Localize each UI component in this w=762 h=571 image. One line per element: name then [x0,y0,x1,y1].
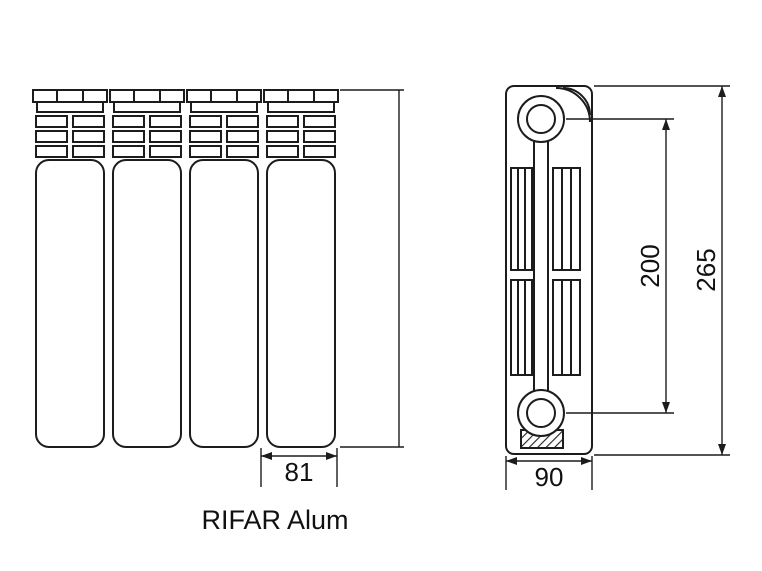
bottom-connection-port-inner [526,398,556,428]
dim-arrow-right [581,457,592,465]
top-connection-port-inner [526,104,556,134]
front-section-4 [263,89,339,448]
radiator-side-view [505,85,593,455]
side-fins-upper [510,167,581,271]
front-height-reference-lines [340,89,404,448]
elbow-arc-inner [562,87,591,116]
dimension-center-distance: 200 [566,118,674,414]
dim-arrow-right [326,452,337,460]
side-fins-lower [510,279,581,376]
dim-label-section-width: 81 [285,457,314,487]
dim-arrow-left [506,457,517,465]
dim-arrow-bottom [718,444,726,455]
drawing-title: RIFAR Alum [201,505,348,535]
dim-label-center-distance: 200 [635,244,665,287]
front-section-3 [186,89,262,448]
dim-arrow-top [662,119,670,130]
dim-arrow-left [261,452,272,460]
front-section-1 [32,89,108,448]
front-section-2 [109,89,185,448]
dim-arrow-bottom [662,402,670,413]
dim-label-depth: 90 [535,462,564,492]
dimension-depth: 90 [505,456,593,492]
elbow-arc-outer [555,87,591,123]
radiator-front-view [32,89,339,448]
dimension-section-width: 81 [260,448,338,487]
dimension-height: 265 [594,85,730,456]
dim-label-height: 265 [691,248,721,291]
dim-arrow-top [718,86,726,97]
